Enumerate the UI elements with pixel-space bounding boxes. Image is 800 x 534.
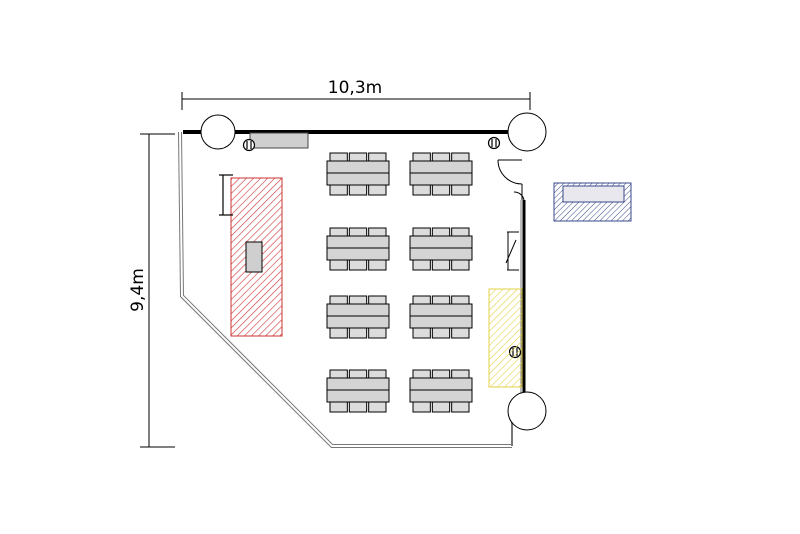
entrance-door: [497, 159, 525, 201]
table-group: [409, 227, 473, 271]
chair: [431, 327, 451, 339]
chair: [329, 327, 348, 339]
table-group: [326, 152, 390, 196]
height-label: 9,4m: [128, 268, 148, 312]
chair: [412, 184, 431, 196]
whiteboard: [249, 132, 309, 149]
chair: [451, 259, 470, 271]
column-top-right: [507, 112, 547, 152]
screen-bracket: [219, 174, 233, 216]
seating-layout: [326, 152, 473, 413]
column-top-left: [200, 114, 236, 150]
chair: [348, 327, 368, 339]
storage-area: [488, 288, 523, 388]
window-sign: [505, 231, 519, 271]
chair: [412, 259, 431, 271]
width-dimension: [181, 92, 531, 110]
chair: [451, 327, 470, 339]
table-group: [326, 369, 390, 413]
chair: [368, 184, 387, 196]
chair: [431, 184, 451, 196]
chair: [431, 259, 451, 271]
chair: [451, 184, 470, 196]
outlet-icon: [242, 138, 256, 152]
chair: [348, 401, 368, 413]
equipment-cabinet: [553, 182, 632, 222]
chair: [329, 184, 348, 196]
outlet-icon: [487, 136, 501, 150]
chair: [348, 259, 368, 271]
chair: [329, 259, 348, 271]
table-group: [409, 369, 473, 413]
chair: [431, 401, 451, 413]
chair: [368, 401, 387, 413]
width-label: 10,3m: [328, 78, 382, 98]
table-group: [409, 295, 473, 339]
chair: [451, 401, 470, 413]
chair: [412, 401, 431, 413]
chair: [329, 401, 348, 413]
height-dimension: [140, 133, 175, 448]
table-group: [326, 227, 390, 271]
table-group: [326, 295, 390, 339]
chair: [348, 184, 368, 196]
lectern: [245, 241, 263, 273]
chair: [368, 259, 387, 271]
chair: [368, 327, 387, 339]
chair: [412, 327, 431, 339]
table-group: [409, 152, 473, 196]
corner-columns: [200, 112, 547, 431]
room-walls: [178, 130, 526, 448]
column-bottom-right: [507, 391, 547, 431]
